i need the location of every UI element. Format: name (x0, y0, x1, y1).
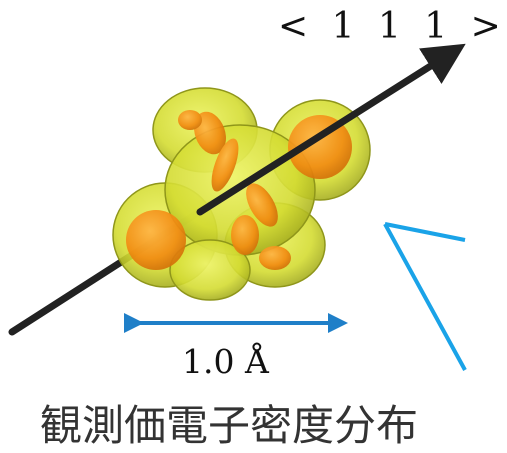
inner-isosurface (126, 110, 352, 270)
figure: < 1 1 1 > 1.0 Å 観測価電子密度分布 (8, 6, 501, 450)
density-scene (8, 43, 467, 371)
axis-direction-label: < 1 1 1 > (278, 6, 507, 47)
axis-arrow-front (196, 43, 466, 216)
figure-caption: 観測価電子密度分布 (40, 401, 419, 450)
scale-label: 1.0 Å (182, 342, 269, 381)
callout-lines (383, 222, 467, 371)
